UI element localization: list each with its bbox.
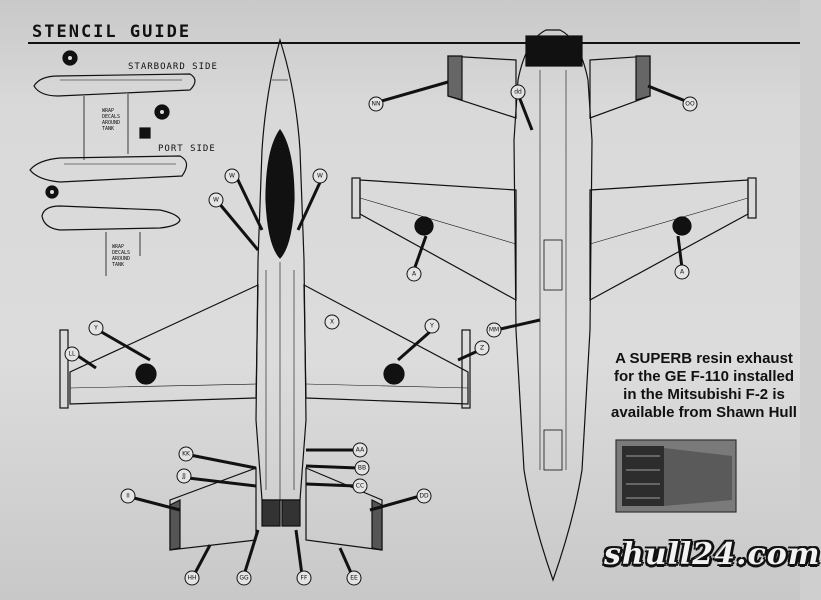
callout-ff: FF (296, 570, 312, 586)
svg-text:FF: FF (301, 575, 308, 582)
svg-text:dd: dd (514, 89, 522, 96)
wrap-note-line: TANK (102, 126, 115, 132)
wrap-note-line: DECALS (112, 250, 131, 256)
callout-w-1: W (224, 168, 240, 184)
callout-ii: II (120, 488, 136, 504)
callout-y-1: Y (88, 320, 104, 336)
callout-y-2: Y (424, 318, 440, 334)
svg-text:A: A (680, 269, 685, 276)
starboard-side-label: STARBOARD SIDE (128, 62, 218, 72)
aircraft-diagram (29, 29, 757, 582)
callout-bb: BB (354, 460, 370, 476)
svg-text:CC: CC (356, 483, 364, 490)
callout-mm: MM (486, 322, 502, 338)
callout-a-1: A (406, 266, 422, 282)
svg-text:KK: KK (182, 451, 191, 458)
svg-text:Y: Y (93, 325, 98, 332)
svg-text:EE: EE (350, 575, 358, 582)
wrap-note-line: WRAP (102, 108, 115, 114)
callout-ee: EE (346, 570, 362, 586)
callout-layer: W W W Y Y X Z LL KK JJ II HH GG FF EE DD… (64, 84, 698, 586)
svg-text:W: W (213, 197, 219, 204)
svg-text:AA: AA (356, 447, 365, 454)
svg-text:OO: OO (685, 101, 695, 108)
exhaust-advert: A SUPERB resin exhaust for the GE F-110 … (606, 350, 802, 422)
callout-hh: HH (184, 570, 200, 586)
callout-x: X (324, 314, 340, 330)
callout-nn: NN (368, 96, 384, 112)
callout-dd-lower: dd (510, 84, 526, 100)
callout-w-3: W (208, 192, 224, 208)
wrap-note-line: WRAP (112, 244, 125, 250)
svg-text:GG: GG (239, 575, 249, 582)
svg-text:BB: BB (358, 465, 366, 472)
wrap-note-line: AROUND (112, 256, 131, 262)
callout-gg: GG (236, 570, 252, 586)
drop-tank-bottom (41, 185, 181, 276)
wrap-note-line: TANK (112, 262, 125, 268)
svg-text:NN: NN (372, 101, 381, 108)
svg-text:JJ: JJ (181, 473, 186, 480)
wrap-note-line: DECALS (102, 114, 121, 120)
advert-line: available from Shawn Hull (611, 404, 797, 421)
svg-text:DD: DD (419, 493, 429, 500)
port-side-label: PORT SIDE (158, 144, 216, 154)
svg-text:Z: Z (480, 345, 484, 352)
callout-kk: KK (178, 446, 194, 462)
callout-aa: AA (352, 442, 368, 458)
svg-text:II: II (126, 493, 130, 500)
page-title: STENCIL GUIDE (32, 22, 192, 42)
title-underline (28, 42, 800, 44)
callout-z: Z (474, 340, 490, 356)
svg-text:A: A (412, 271, 417, 278)
drop-tank-starboard (33, 50, 196, 120)
svg-text:X: X (330, 319, 334, 326)
drop-tank-port (29, 127, 188, 183)
wrap-note-line: AROUND (102, 120, 121, 126)
advert-line: A SUPERB resin exhaust (615, 350, 793, 367)
callout-dd: DD (416, 488, 432, 504)
shull24-logo[interactable]: shull24.com (604, 537, 821, 572)
callout-w-2: W (312, 168, 328, 184)
wrap-note-upper: WRAP DECALS AROUND TANK (102, 108, 120, 132)
aircraft-top-view (59, 37, 471, 551)
callout-oo: OO (682, 96, 698, 112)
callout-ll: LL (64, 346, 80, 362)
aircraft-bottom-view (351, 29, 757, 582)
advert-line: in the Mitsubishi F-2 is (623, 386, 785, 403)
svg-text:W: W (229, 173, 235, 180)
svg-text:MM: MM (489, 327, 499, 334)
svg-text:W: W (317, 173, 323, 180)
wrap-note-lower: WRAP DECALS AROUND TANK (112, 244, 130, 268)
svg-text:LL: LL (69, 351, 76, 358)
svg-text:Y: Y (429, 323, 434, 330)
callout-jj: JJ (176, 468, 192, 484)
callout-cc: CC (352, 478, 368, 494)
advert-line: for the GE F-110 installed (613, 368, 795, 385)
exhaust-product-image (615, 439, 737, 513)
svg-text:HH: HH (187, 575, 196, 582)
callout-a-2: A (674, 264, 690, 280)
